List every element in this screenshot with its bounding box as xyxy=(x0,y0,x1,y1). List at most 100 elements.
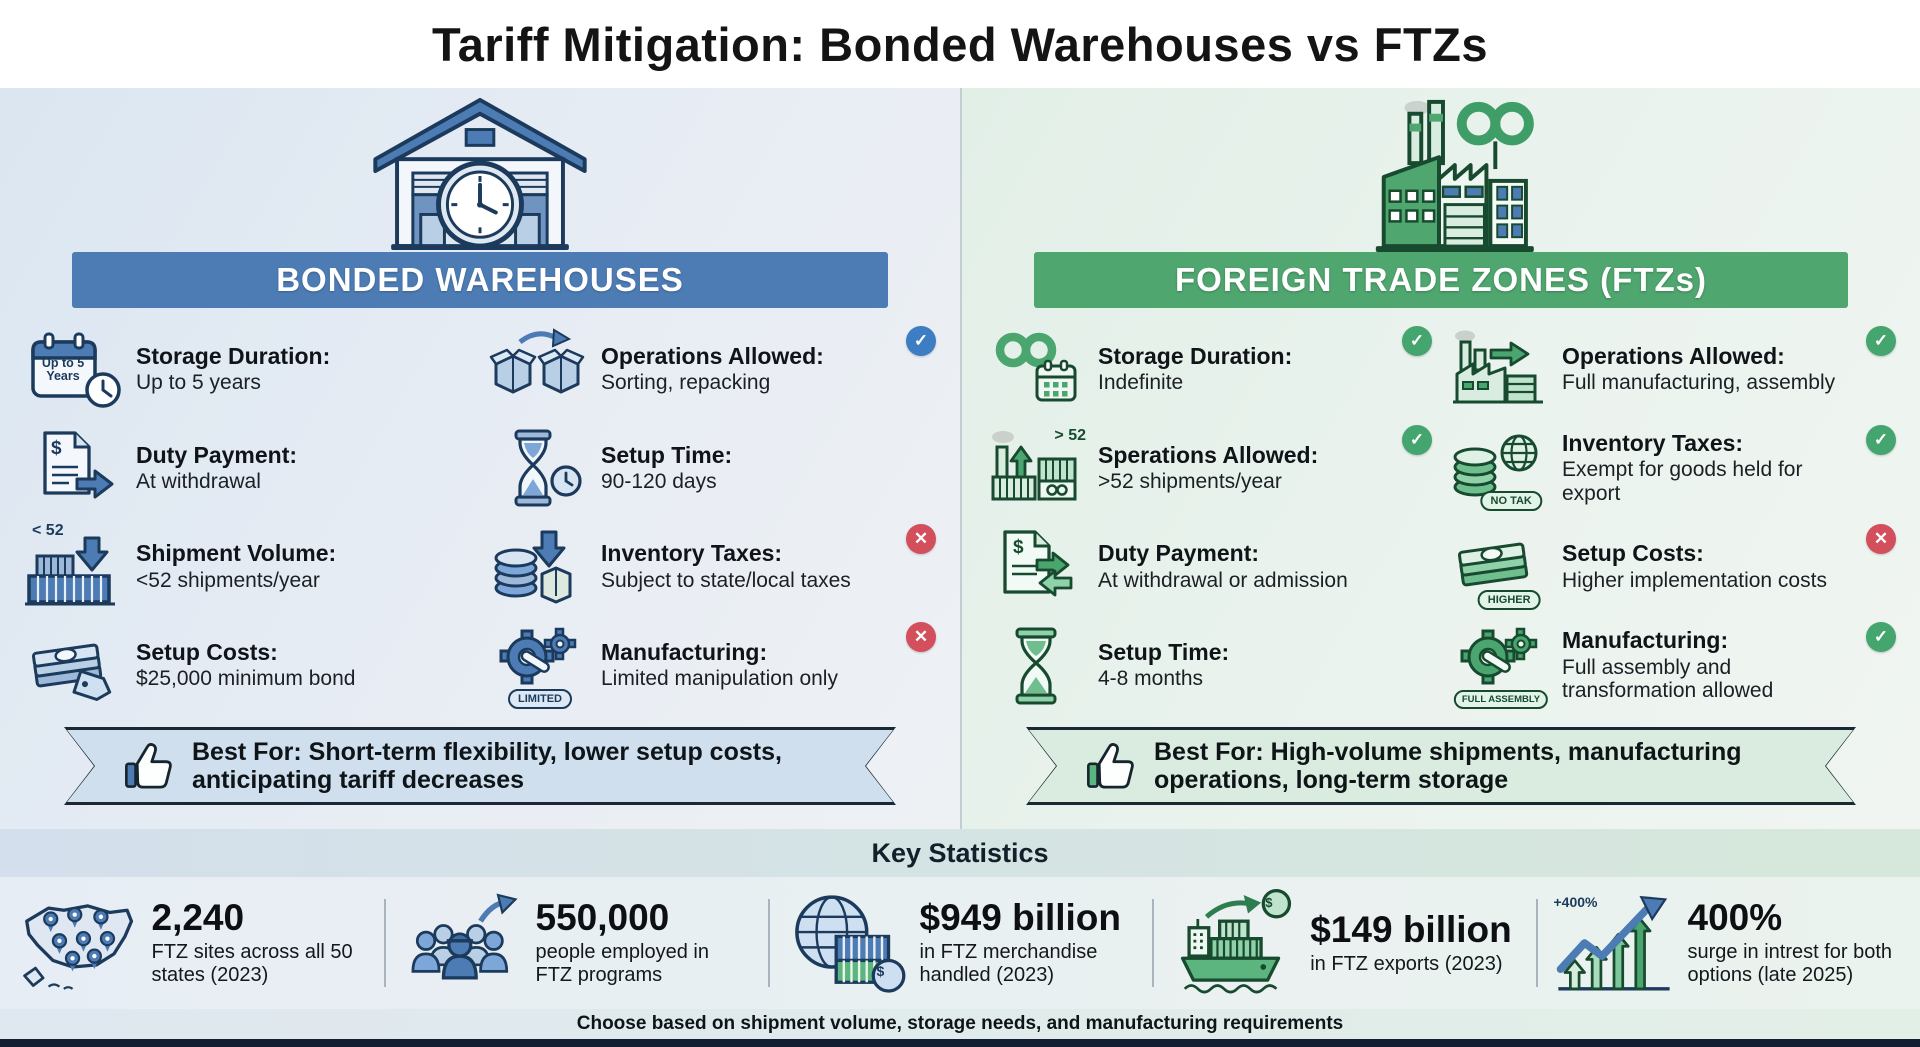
feature-value: 4-8 months xyxy=(1098,667,1204,691)
icon-caption: HIGHER xyxy=(1477,589,1541,610)
thumbs-up-icon xyxy=(1087,743,1134,789)
globe-containers-icon: $ xyxy=(786,888,906,998)
calendar-clock-icon: Up to 5 Years xyxy=(24,326,126,412)
feature-duty-payment-ftz: $ Duty Payment: At withdrawal or admissi… xyxy=(986,518,1450,617)
stat-interest-surge: +400% 400% surge in intrest for both opt… xyxy=(1536,877,1920,1009)
stat-desc: in FTZ exports (2023) xyxy=(1310,952,1503,975)
feature-label: Operations Allowed: xyxy=(601,342,824,369)
feature-value: Indefinite xyxy=(1098,371,1184,395)
warehouse-clock-icon xyxy=(0,88,960,252)
stat-value: 550,000 xyxy=(535,897,670,938)
check-icon: ✓ xyxy=(1866,424,1896,455)
feature-label: Setup Costs: xyxy=(1562,540,1704,567)
stat-desc: in FTZ merchandise handled (2023) xyxy=(919,941,1098,986)
bonded-warehouses-header: BONDED WAREHOUSES xyxy=(72,252,888,308)
feature-label: Sperations Allowed: xyxy=(1098,441,1319,468)
factory-up-arrow-icon: > 52 xyxy=(986,425,1088,511)
feature-setup-costs-ftz: HIGHER Setup Costs: Higher implementatio… xyxy=(1450,518,1914,617)
check-icon: ✓ xyxy=(1866,622,1896,653)
panel-foreign-trade-zones: FOREIGN TRADE ZONES (FTZs) xyxy=(960,88,1920,829)
stat-value: 400% xyxy=(1687,897,1783,938)
feature-value: 90-120 days xyxy=(601,469,717,493)
feature-value: $25,000 minimum bond xyxy=(136,667,356,691)
workers-growth-icon xyxy=(402,888,522,998)
stat-employment: 550,000 people employed in FTZ programs xyxy=(384,877,768,1009)
feature-value: At withdrawal xyxy=(136,469,261,493)
gears-assembly-icon: FULL ASSEMBLY xyxy=(1450,623,1552,709)
feature-manufacturing-bw: LIMITED Manufacturing: Limited manipulat… xyxy=(489,616,954,715)
ftz-best-for-banner: Best For: High-volume shipments, manufac… xyxy=(1026,727,1856,805)
feature-label: Operations Allowed: xyxy=(1562,342,1785,369)
title-bar: Tariff Mitigation: Bonded Warehouses vs … xyxy=(0,0,1920,88)
check-icon: ✓ xyxy=(1402,326,1432,356)
icon-caption: Up to 5 Years xyxy=(41,356,85,384)
footer-note: Choose based on shipment volume, storage… xyxy=(0,1009,1920,1039)
feature-value: <52 shipments/year xyxy=(136,568,320,592)
feature-storage-duration-bw: Up to 5 Years Storage Duration: Up to 5 … xyxy=(24,320,489,419)
feature-label: Setup Time: xyxy=(601,441,733,468)
feature-operations-allowed-bw: Operations Allowed: Sorting, repacking ✓ xyxy=(489,320,954,419)
feature-value: At withdrawal or admission xyxy=(1098,568,1348,592)
ftz-header: FOREIGN TRADE ZONES (FTZs) xyxy=(1034,252,1848,308)
feature-label: Manufacturing: xyxy=(1562,627,1729,654)
factory-infinity-icon xyxy=(962,88,1920,252)
hourglass-clock-icon xyxy=(489,425,591,511)
key-statistics-row: 2,240 FTZ sites across all 50 states (20… xyxy=(0,877,1920,1009)
boxes-transfer-icon xyxy=(489,326,591,412)
key-statistics-heading: Key Statistics xyxy=(0,829,1920,877)
check-icon: ✓ xyxy=(1866,326,1896,356)
stat-value: $149 billion xyxy=(1310,908,1512,950)
bonded-best-for-banner: Best For: Short-term flexibility, lower … xyxy=(64,727,896,805)
cash-tag-icon xyxy=(24,623,126,709)
feature-label: Setup Time: xyxy=(1098,639,1230,666)
feature-setup-time-bw: Setup Time: 90-120 days xyxy=(489,419,954,518)
icon-caption: LIMITED xyxy=(508,688,572,709)
stat-merchandise: $ $949 billion in FTZ merchandise handle… xyxy=(768,877,1152,1009)
growth-chart-icon: +400% xyxy=(1554,888,1674,998)
feature-duty-payment-bw: $ Duty Payment: At withdrawal xyxy=(24,419,489,518)
coins-globe-icon: NO TAK xyxy=(1450,425,1552,512)
dollar-glyph: $ xyxy=(51,438,62,460)
feature-value: Exempt for goods held for export xyxy=(1562,458,1803,505)
infinity-calendar-icon xyxy=(986,326,1088,412)
invoice-two-arrows-icon: $ xyxy=(986,524,1088,610)
feature-label: Storage Duration: xyxy=(136,342,331,369)
feature-manufacturing-ftz: FULL ASSEMBLY Manufacturing: Full assemb… xyxy=(1450,616,1914,715)
feature-label: Inventory Taxes: xyxy=(601,540,783,567)
icon-caption: < 52 xyxy=(32,521,64,539)
stat-desc: FTZ sites across all 50 states (2023) xyxy=(151,941,353,986)
feature-operations-volume-ftz: > 52 Sperations Allowed: >52 shipments/y… xyxy=(986,419,1450,518)
dollar-glyph: $ xyxy=(1265,895,1273,910)
feature-value: Full manufacturing, assembly xyxy=(1562,371,1836,395)
icon-caption: +400% xyxy=(1553,894,1598,910)
cargo-ship-export-icon: $ xyxy=(1176,888,1296,998)
cash-higher-icon: HIGHER xyxy=(1450,524,1552,610)
usa-map-pins-icon xyxy=(18,888,138,998)
feature-label: Inventory Taxes: xyxy=(1562,429,1744,456)
invoice-arrow-icon: $ xyxy=(24,425,126,511)
feature-value: Limited manipulation only xyxy=(601,667,838,691)
dollar-glyph: $ xyxy=(1013,536,1024,558)
page-title: Tariff Mitigation: Bonded Warehouses vs … xyxy=(431,17,1489,71)
stat-desc: people employed in FTZ programs xyxy=(535,941,709,986)
feature-value: >52 shipments/year xyxy=(1098,469,1282,493)
coins-map-icon xyxy=(489,524,591,610)
gears-limited-icon: LIMITED xyxy=(489,623,591,709)
icon-caption: FULL ASSEMBLY xyxy=(1453,689,1549,709)
cross-icon: ✕ xyxy=(1866,523,1896,554)
stat-exports: $ $149 billion in FTZ exports (2023) xyxy=(1152,877,1536,1009)
check-icon: ✓ xyxy=(1402,424,1432,455)
panel-bonded-warehouses: BONDED WAREHOUSES Up to 5 Years xyxy=(0,88,960,829)
feature-value: Higher implementation costs xyxy=(1562,568,1827,592)
bonded-best-for-text: Best For: Short-term flexibility, lower … xyxy=(192,737,782,795)
feature-setup-costs-bw: Setup Costs: $25,000 minimum bond xyxy=(24,616,489,715)
thumbs-up-icon xyxy=(125,743,172,789)
feature-label: Duty Payment: xyxy=(1098,540,1260,567)
bottom-bar xyxy=(0,1039,1920,1047)
feature-setup-time-ftz: Setup Time: 4-8 months xyxy=(986,616,1450,715)
stat-desc: surge in intrest for both options (late … xyxy=(1687,941,1893,986)
feature-value: Sorting, repacking xyxy=(601,371,771,395)
feature-label: Setup Costs: xyxy=(136,639,278,666)
stat-value: $949 billion xyxy=(919,897,1122,938)
